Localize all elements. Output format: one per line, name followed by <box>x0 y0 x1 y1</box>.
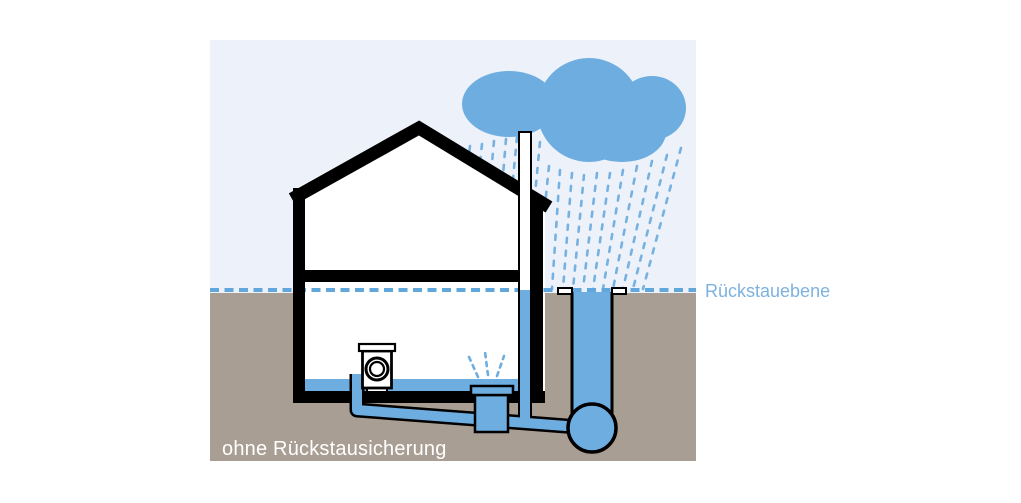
diagram-caption: ohne Rückstausicherung <box>222 438 447 460</box>
washing-machine-door-inner <box>368 360 386 378</box>
manhole-right-lip <box>611 287 627 295</box>
house-roof <box>288 120 553 213</box>
manhole-shaft <box>557 287 627 414</box>
house-left-wall <box>293 188 305 403</box>
floor-drain <box>469 384 515 434</box>
backflow-level-label: Rückstauebene <box>705 281 831 301</box>
sewer-pipes <box>349 131 593 436</box>
manhole-left-lip <box>557 287 573 295</box>
washing-machine-icon <box>357 342 397 393</box>
backflow-diagram <box>210 40 696 461</box>
main-sewer-pipe <box>566 402 618 454</box>
manhole-shaft-water <box>572 292 612 414</box>
drain-pipe-water <box>352 374 593 433</box>
house-interior <box>293 121 545 403</box>
backflow-diagram-svg <box>210 40 696 461</box>
floor-drain-lip <box>469 384 515 397</box>
house-right-wall <box>531 198 543 403</box>
washing-machine-top <box>357 342 397 353</box>
floor-drain-body <box>473 393 510 434</box>
cloud-icon <box>462 58 686 162</box>
backflow-splash-icon <box>467 350 506 379</box>
ground-floor-slab <box>305 270 531 282</box>
house-structure <box>288 120 553 403</box>
